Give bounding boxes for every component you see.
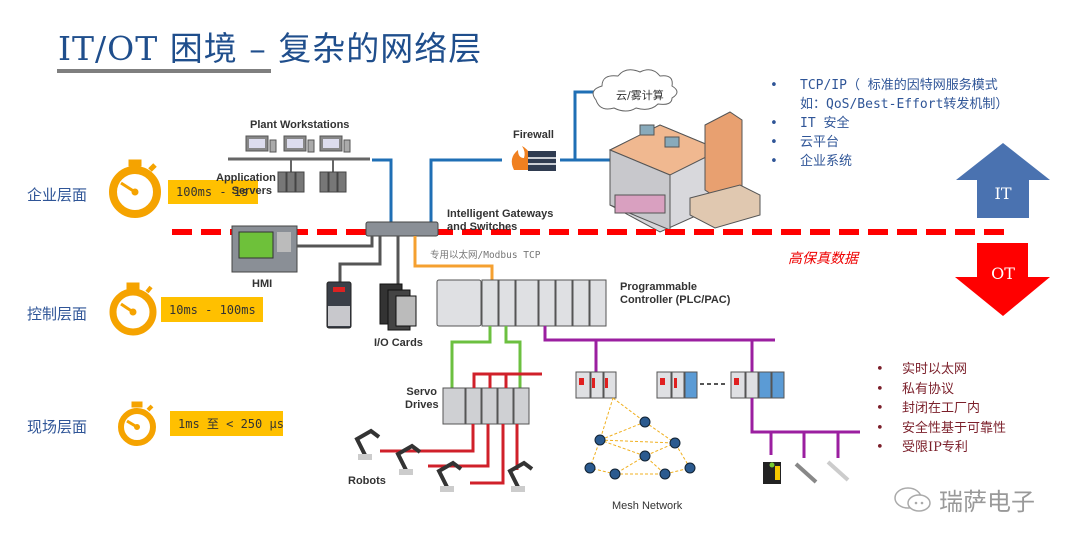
timing-box-enterprise: 100ms - 1s (168, 180, 258, 204)
title-underline (57, 69, 271, 73)
label-plc-line1: Programmable (620, 281, 698, 293)
it-bullet-continuation: 如：QoS/Best-Effort转发机制） (770, 95, 1008, 114)
level-label-enterprise: 企业层面 (27, 186, 88, 204)
ot-bullet-item: •受限IP专利 (876, 438, 1006, 458)
protocol-label: 专用以太网/Modbus TCP (430, 250, 541, 261)
servo-drives-icon (442, 387, 530, 425)
stopwatch-icon-enterprise (109, 159, 161, 218)
label-cloud: 云/雾计算 (616, 89, 664, 102)
application-servers-icon (277, 171, 347, 193)
high-fidelity-label: 高保真数据 (788, 251, 858, 267)
it-bullet-item: •TCP/IP（ 标准的因特网服务模式 (770, 78, 998, 93)
ot-bullet-item: •私有协议 (876, 380, 1006, 400)
ot-bullet-text: 封闭在工厂内 (902, 401, 981, 416)
cloud-icon (592, 69, 678, 112)
io-cards-icon (379, 283, 417, 331)
label-robots: Robots (348, 475, 386, 487)
wechat-icon (894, 486, 931, 512)
label-mesh-network: Mesh Network (612, 500, 683, 512)
ot-bullet-text: 私有协议 (902, 381, 955, 397)
it-bullet-item: •云平台 (770, 135, 840, 150)
ot-bullet-list: •实时以太网 •私有协议 •封闭在工厂内 •安全性基于可靠性 •受限IP专利 (876, 360, 1006, 458)
ot-arrow (955, 243, 1050, 316)
label-io-cards: I/O Cards (374, 337, 423, 349)
it-bullet-text: TCP/IP（ 标准的因特网服务模式 (800, 78, 998, 93)
stopwatch-icon-field (118, 401, 156, 446)
watermark-text: 瑞萨电子 (939, 488, 1035, 516)
ot-bullet-item: •实时以太网 (876, 360, 1006, 380)
label-app-line1: Application (216, 172, 276, 184)
hmi-icon (231, 225, 298, 273)
timing-box-control: 10ms - 100ms (161, 297, 263, 322)
robot-arm-icon (354, 428, 534, 488)
label-plant-workstations: Plant Workstations (250, 119, 350, 131)
mesh-network-icon (589, 397, 691, 475)
watermark: 瑞萨电子 (893, 482, 1035, 517)
it-bullet-text: IT 安全 (800, 116, 850, 131)
timing-box-field: 1ms 至 < 250 μs (170, 411, 284, 436)
firewall-icon (511, 146, 556, 171)
it-bullet-list: •TCP/IP（ 标准的因特网服务模式 如：QoS/Best-Effort转发机… (770, 76, 1008, 171)
ot-bullet-item: •安全性基于可靠性 (876, 419, 1006, 439)
it-bullet-text: 企业系统 (800, 154, 853, 169)
ot-bullet-text: 安全性基于可靠性 (902, 420, 1007, 436)
sensor-icon (763, 460, 850, 484)
plant-workstations-icon (245, 135, 351, 153)
it-arrow-label: IT (994, 184, 1012, 203)
label-firewall: Firewall (513, 129, 554, 141)
plc-icon (436, 279, 607, 327)
it-arrow (956, 143, 1050, 218)
level-label-control: 控制层面 (27, 305, 88, 323)
stopwatch-icon-control (109, 282, 157, 336)
ot-bullet-text: 实时以太网 (902, 362, 968, 377)
it-bullet-text: 云平台 (800, 135, 840, 150)
it-bullet-text: 如：QoS/Best-Effort转发机制） (800, 97, 1009, 112)
ot-arrow-label: OT (991, 264, 1015, 283)
it-bullet-item: •IT 安全 (770, 116, 850, 131)
page-title: IT/OT 困境 – 复杂的网络层 (58, 29, 483, 68)
factory-building-icon (608, 111, 761, 233)
gateway-switch-icon (365, 221, 439, 237)
it-bullet-item: •企业系统 (770, 154, 853, 169)
ot-bullet-text: 受限IP专利 (902, 440, 968, 455)
ot-bullet-item: •封闭在工厂内 (876, 399, 1006, 419)
label-servo-line1: Servo (406, 386, 437, 398)
label-servo-line2: Drives (405, 399, 439, 411)
label-hmi: HMI (252, 278, 273, 290)
drive-icon (326, 281, 352, 329)
label-app-line2: Servers (231, 185, 272, 197)
label-gateways-line1: Intelligent Gateways (447, 208, 554, 220)
label-plc-line2: Controller (PLC/PAC) (620, 294, 731, 306)
level-label-field: 现场层面 (27, 418, 88, 436)
label-gateways-line2: and Switches (447, 221, 518, 233)
